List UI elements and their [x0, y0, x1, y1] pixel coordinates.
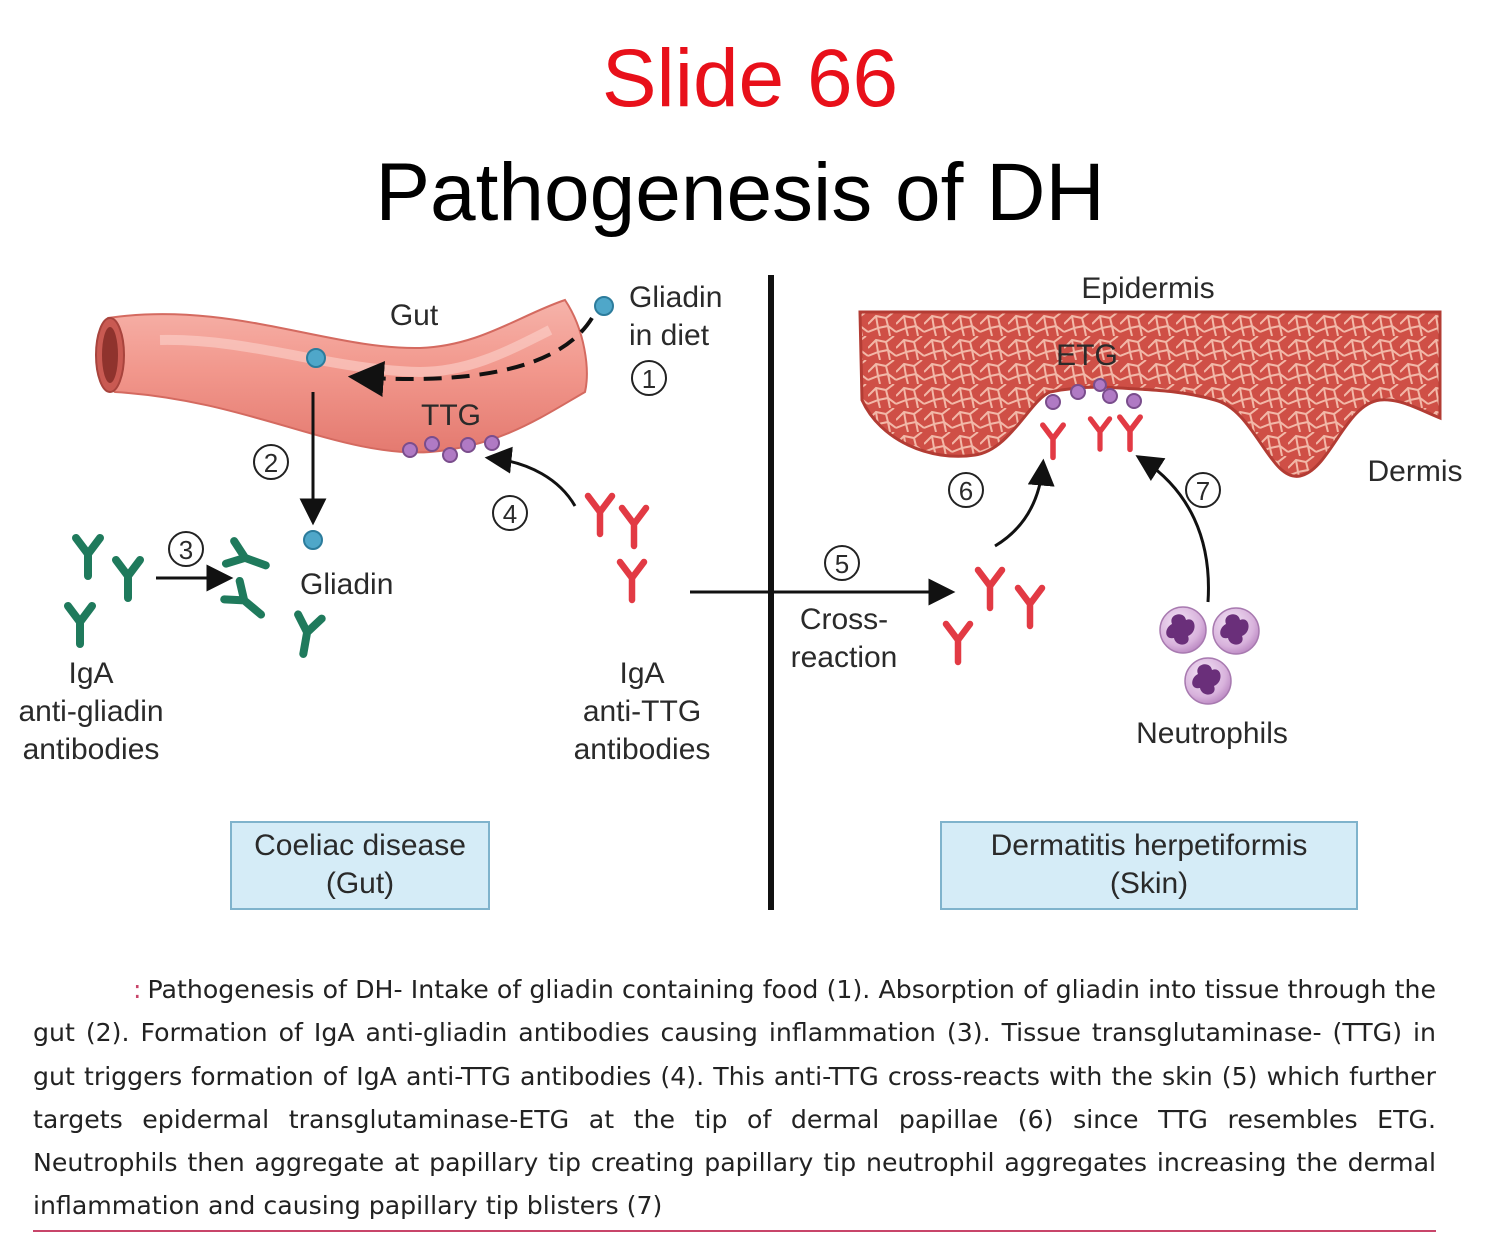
iga-antigliadin-label-2: anti-gliadin: [18, 695, 163, 728]
ttg-label: TTG: [421, 399, 481, 432]
coeliac-disease-box: Coeliac disease (Gut): [230, 821, 490, 910]
iga-antittg-label-3: antibodies: [574, 733, 711, 766]
svg-text:6: 6: [959, 476, 973, 506]
cross-reaction-label-2: reaction: [791, 641, 898, 674]
gliadin-label: Gliadin: [300, 568, 393, 601]
figure-caption: :Pathogenesis of DH- Intake of gliadin c…: [33, 968, 1436, 1232]
svg-text:2: 2: [264, 448, 278, 478]
gliadin-particle-gut: [306, 348, 326, 368]
slide-number: Slide 66: [601, 33, 899, 124]
step-4-badge: 4: [492, 495, 528, 531]
iga-antittg-label-2: anti-TTG: [583, 695, 701, 728]
step-3-badge: 3: [168, 531, 204, 567]
svg-text:(Skin): (Skin): [1110, 867, 1188, 900]
step-2-badge: 2: [253, 444, 289, 480]
step-7-badge: 7: [1185, 472, 1221, 508]
step-6-badge: 6: [948, 472, 984, 508]
svg-text:1: 1: [642, 364, 656, 394]
gut-illustration: [95, 298, 588, 454]
svg-text:3: 3: [179, 535, 193, 565]
svg-text:4: 4: [503, 499, 517, 529]
skin-illustration: [858, 310, 1442, 478]
cross-reaction-label-1: Cross-: [800, 603, 888, 636]
gliadin-diet-label-2: in diet: [629, 319, 710, 352]
caption-text: Pathogenesis of DH- Intake of gliadin co…: [33, 975, 1436, 1221]
svg-text:Dermatitis herpetiformis: Dermatitis herpetiformis: [991, 829, 1308, 862]
caption-mark: :: [133, 975, 142, 1004]
slide-title: Pathogenesis of DH: [375, 147, 1105, 238]
svg-text:7: 7: [1196, 476, 1210, 506]
gut-label: Gut: [390, 299, 439, 332]
dermatitis-herpetiformis-box: Dermatitis herpetiformis (Skin): [940, 821, 1358, 910]
pathogenesis-diagram: Gut Gliadin in diet 1 TTG 2 Gliadin 3: [18, 272, 1463, 910]
etg-particles: [1045, 378, 1142, 410]
gliadin-diet-label-1: Gliadin: [629, 281, 722, 314]
neutrophils: [1159, 606, 1260, 705]
etg-label: ETG: [1056, 339, 1118, 372]
gliadin-particle-diet: [594, 296, 614, 316]
dermis-label: Dermis: [1368, 455, 1463, 488]
step-1-badge: 1: [631, 360, 667, 396]
iga-antigliadin-label-1: IgA: [68, 657, 113, 690]
iga-antigliadin-label-3: antibodies: [23, 733, 160, 766]
anti-ttg-antibodies: [588, 496, 646, 600]
gliadin-particle-tissue: [303, 530, 323, 550]
ttg-particles: [402, 435, 500, 463]
cross-reacting-antibodies: [946, 570, 1042, 662]
step-6-arrow: [994, 458, 1055, 548]
step-7-arrow: [1135, 455, 1210, 603]
svg-text:5: 5: [835, 549, 849, 579]
svg-text:(Gut): (Gut): [326, 867, 394, 900]
anti-gliadin-antibodies: [68, 538, 140, 644]
bound-anti-ttg-antibodies: [1043, 417, 1140, 457]
step-4-arrow: [484, 446, 577, 507]
gliadin-absorption-arrow: [347, 316, 594, 397]
neutrophils-label: Neutrophils: [1136, 717, 1288, 750]
step-5-badge: 5: [824, 545, 860, 581]
epidermis-label: Epidermis: [1081, 272, 1214, 305]
iga-antittg-label-1: IgA: [619, 657, 664, 690]
svg-text:Coeliac disease: Coeliac disease: [254, 829, 466, 862]
